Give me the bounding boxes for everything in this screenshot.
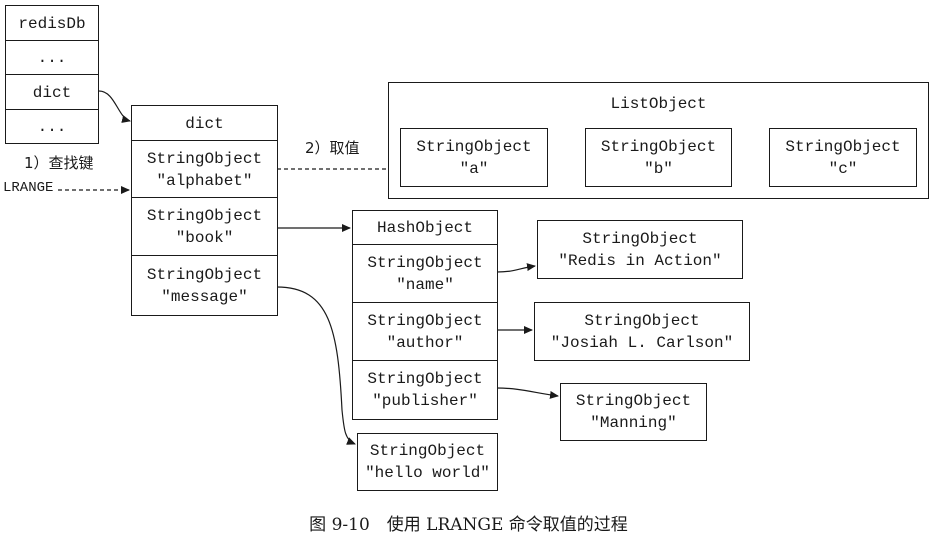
dict-entry-alphabet: StringObject "alphabet"	[131, 140, 278, 199]
step2-label: 2）取值	[305, 139, 360, 157]
publisher-to-value-arrow	[496, 387, 559, 399]
dict-entry-type: StringObject	[146, 265, 263, 284]
list-item-type: StringObject	[785, 137, 901, 156]
lrange-label: LRANGE	[3, 180, 54, 196]
hash-field-author: StringObject "author"	[352, 302, 498, 362]
step1-label: 1）查找键	[24, 154, 94, 172]
hash-header-label: HashObject	[376, 219, 473, 237]
hash-value-text: "Josiah L. Carlson"	[550, 333, 734, 352]
list-item-c: StringObject "c"	[769, 128, 917, 187]
message-to-hello-arrow	[276, 286, 356, 445]
list-item-b: StringObject "b"	[585, 128, 732, 187]
hash-field-name: StringObject "name"	[352, 244, 498, 304]
redisdb-row1: ...	[37, 49, 67, 67]
message-value-type: StringObject	[369, 442, 486, 460]
dict-entry-message: StringObject "message"	[131, 255, 278, 316]
dict-entry-value: "book"	[175, 229, 234, 247]
hash-value-text: "Manning"	[590, 414, 677, 432]
list-item-value: "a"	[459, 159, 489, 178]
hash-value-type: StringObject	[575, 392, 692, 410]
hash-field-type: StringObject	[367, 254, 483, 272]
redisdb-dict-label: dict	[32, 83, 72, 102]
redisdb-title: redisDb	[18, 14, 86, 33]
dict-header: dict	[131, 105, 278, 142]
list-item-type: StringObject	[416, 137, 532, 156]
hash-value-manning: StringObject "Manning"	[560, 383, 707, 441]
dict-header-label: dict	[185, 114, 224, 133]
list-item-value: "b"	[644, 159, 673, 178]
redisdb-title-cell: redisDb	[5, 5, 99, 42]
list-item-type: StringObject	[600, 137, 717, 156]
hash-value-author: StringObject "Josiah L. Carlson"	[534, 302, 750, 361]
dict-entry-value: "alphabet"	[156, 171, 253, 190]
hash-field-publisher: StringObject "publisher"	[352, 360, 498, 420]
hash-field-value: "publisher"	[372, 392, 478, 410]
hash-value-redis-in-action: StringObject "Redis in Action"	[537, 220, 743, 279]
redisdb-to-dict-arrow	[98, 90, 131, 123]
dict-entry-type: StringObject	[146, 207, 263, 225]
redisdb-row3: ...	[37, 117, 67, 136]
dict-entry-book: StringObject "book"	[131, 197, 278, 257]
hash-field-value: "author"	[386, 334, 464, 352]
hash-field-value: "name"	[396, 276, 454, 294]
hash-value-type: StringObject	[584, 311, 700, 330]
list-item-a: StringObject "a"	[400, 128, 548, 187]
list-object-title: ListObject	[610, 95, 707, 113]
hash-field-type: StringObject	[367, 370, 483, 388]
hash-field-type: StringObject	[367, 312, 483, 330]
redisdb-row1-cell: ...	[5, 40, 99, 76]
hash-value-type: StringObject	[582, 229, 698, 248]
dict-entry-type: StringObject	[146, 149, 263, 168]
dict-entry-value: "message"	[161, 287, 248, 306]
message-value-hello-world: StringObject "hello world"	[357, 433, 498, 491]
redisdb-dict-cell: dict	[5, 74, 99, 111]
list-item-value: "c"	[828, 159, 858, 178]
name-to-value-arrow	[496, 263, 536, 273]
redisdb-row3-cell: ...	[5, 109, 99, 144]
hash-value-text: "Redis in Action"	[558, 251, 722, 270]
message-value-text: "hello world"	[365, 464, 490, 482]
hash-header: HashObject	[352, 210, 498, 246]
figure-caption: 图 9-10 使用 LRANGE 命令取值的过程	[309, 515, 628, 535]
